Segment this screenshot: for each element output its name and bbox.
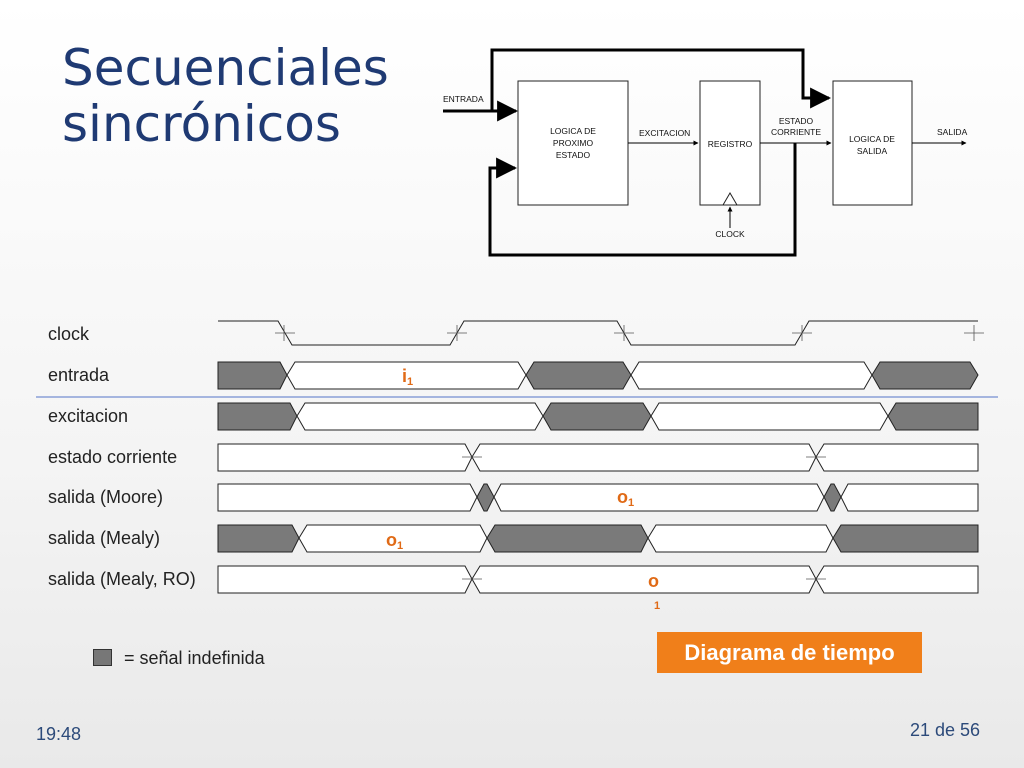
label-logica-sal-2: SALIDA (857, 146, 888, 156)
title-line-1: Secuenciales (62, 39, 389, 97)
signal-label-salida-mealy-ro: salida (Mealy, RO) (48, 569, 196, 589)
state-feedback-path (488, 143, 797, 257)
title-line-2: sincrónicos (62, 95, 341, 153)
wave-entrada (217, 361, 979, 390)
label-logica-prox-3: ESTADO (556, 150, 591, 160)
wave-clock (218, 320, 978, 346)
signal-label-excitacion: excitacion (48, 406, 129, 426)
label-entrada: ENTRADA (443, 94, 484, 104)
wave-estado-corriente (217, 443, 979, 472)
legend-undefined-swatch (93, 649, 112, 666)
slide-title: Secuenciales sincrónicos (62, 40, 389, 152)
signal-label-estado-corriente: estado corriente (48, 447, 178, 467)
annotation-i1: i1 (402, 366, 414, 388)
wave-salida-mealy (217, 524, 979, 553)
block-diagram: ENTRADA LOGICA DE PROXIMO ESTADO EXCITAC… (443, 48, 968, 257)
signal-label-salida-mealy: salida (Mealy) (48, 528, 161, 548)
label-logica-prox-1: LOGICA DE (550, 126, 596, 136)
logica-proximo-box (517, 80, 629, 206)
legend-text: = señal indefinida (124, 648, 265, 668)
wave-salida-moore (217, 483, 979, 512)
signal-label-salida-moore: salida (Moore) (48, 487, 164, 507)
mealy-feedback-path (490, 48, 832, 111)
signal-label-entrada: entrada (48, 365, 110, 385)
wave-excitacion (217, 402, 979, 431)
annotation-o1-moore: o1 (617, 487, 635, 509)
diagram-caption: Diagrama de tiempo (657, 632, 922, 673)
label-salida: SALIDA (937, 127, 968, 137)
label-estado-2: CORRIENTE (771, 127, 821, 137)
label-estado-1: ESTADO (779, 116, 814, 126)
label-logica-prox-2: PROXIMO (553, 138, 594, 148)
annotation-o1-ro: o (648, 571, 659, 591)
label-excitacion: EXCITACION (639, 128, 690, 138)
clock-ticks (275, 325, 984, 341)
label-clock: CLOCK (715, 229, 745, 239)
label-logica-sal-1: LOGICA DE (849, 134, 895, 144)
label-registro: REGISTRO (708, 139, 753, 149)
slide-page-number: 21 de 56 (910, 720, 981, 740)
wave-salida-mealy-ro (217, 565, 979, 594)
signal-label-clock: clock (48, 324, 90, 344)
annotation-o1-mealy: o1 (386, 530, 404, 552)
slide-time: 19:48 (36, 724, 82, 744)
annotation-o1-ro-sub: 1 (654, 600, 661, 612)
clock-triangle (722, 192, 738, 206)
